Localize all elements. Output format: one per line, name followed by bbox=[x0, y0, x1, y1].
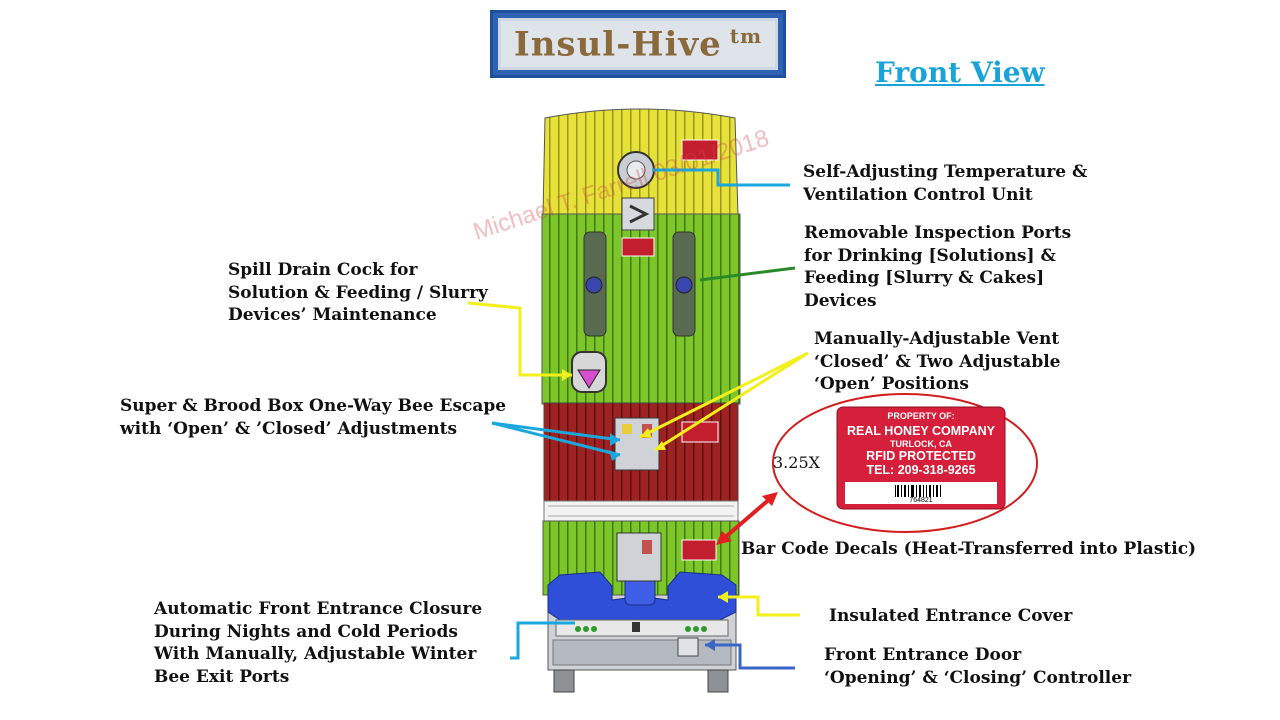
label-spill-drain: Spill Drain Cock for Solution & Feeding … bbox=[228, 260, 488, 325]
hive-divider bbox=[543, 500, 739, 522]
decal-zoom-ellipse bbox=[772, 393, 1038, 533]
label-temp-control: Self-Adjusting Temperature & Ventilation… bbox=[803, 162, 1088, 205]
manual-vent-leader-b bbox=[654, 351, 809, 452]
label-entrance-door: Front Entrance Door ‘Opening’ & ‘Closing… bbox=[824, 645, 1132, 688]
decal-location: TURLOCK, CA bbox=[890, 439, 952, 449]
decal-property-of: PROPERTY OF: bbox=[887, 411, 955, 421]
label-bee-escape: Super & Brood Box One-Way Bee Escape wit… bbox=[120, 396, 507, 439]
scale-label: 3.25X bbox=[773, 453, 821, 472]
decal-rfid: RFID PROTECTED bbox=[866, 449, 976, 463]
bee-escape-leader-b bbox=[491, 421, 621, 457]
decal-company: REAL HONEY COMPANY bbox=[847, 424, 995, 438]
entrance-door-leader bbox=[705, 643, 795, 670]
label-inspection-ports: Removable Inspection Ports for Drinking … bbox=[804, 223, 1072, 311]
hive-leg-right bbox=[707, 669, 729, 693]
view-title: Front View bbox=[875, 56, 1045, 89]
inspection-ports-leader bbox=[699, 266, 796, 282]
spill-drain-cock bbox=[571, 351, 607, 393]
label-entrance-closure: Automatic Front Entrance Closure During … bbox=[154, 599, 483, 687]
bee-escape-leader-a bbox=[491, 421, 621, 442]
barcode-bars bbox=[895, 485, 941, 497]
decal-tel: TEL: 209-318-9265 bbox=[866, 463, 976, 477]
label-insulated-cover: Insulated Entrance Cover bbox=[829, 606, 1073, 626]
bar-code-leader bbox=[720, 495, 774, 542]
hive-leg-left bbox=[553, 669, 575, 693]
label-bar-code: Bar Code Decals (Heat-Transferred into P… bbox=[741, 539, 1197, 559]
temp-control-leader bbox=[652, 168, 790, 187]
spill-drain-leader bbox=[467, 301, 572, 377]
insulated-cover-leader bbox=[718, 595, 800, 617]
entrance-door-controller bbox=[677, 637, 699, 657]
manual-vent-leader-a bbox=[639, 351, 809, 439]
entrance-closure-leader bbox=[510, 621, 575, 660]
decal-barcode-number: 764821 bbox=[909, 497, 933, 504]
label-manual-vent: Manually-Adjustable Vent ‘Closed’ & Two … bbox=[814, 329, 1061, 394]
bee-escape-plate bbox=[614, 417, 660, 471]
